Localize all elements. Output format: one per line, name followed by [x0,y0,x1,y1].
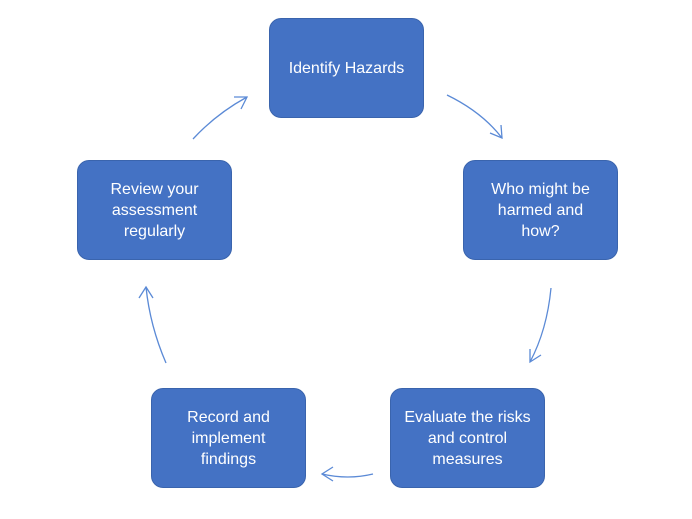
arrow-who-to-evaluate [529,287,552,364]
step-label: Identify Hazards [288,59,405,77]
arrow-record-to-review [138,285,167,364]
step-review-assessment: Review your assessment regularly [77,160,232,260]
step-record-findings: Record and implement findings [151,388,306,488]
step-label: Review your assessment regularly [110,180,199,240]
step-label: Record and implement findings [187,408,270,468]
step-label: Evaluate the risks and control measures [404,408,531,468]
arrow-review-to-identify [192,96,249,140]
arrow-identify-to-who [446,94,503,140]
step-who-might-be-harmed: Who might be harmed and how? [463,160,618,260]
step-label: Who might be harmed and how? [491,180,590,240]
arrow-evaluate-to-record [320,466,374,482]
step-identify-hazards: Identify Hazards [269,18,424,118]
step-evaluate-risks: Evaluate the risks and control measures [390,388,545,488]
